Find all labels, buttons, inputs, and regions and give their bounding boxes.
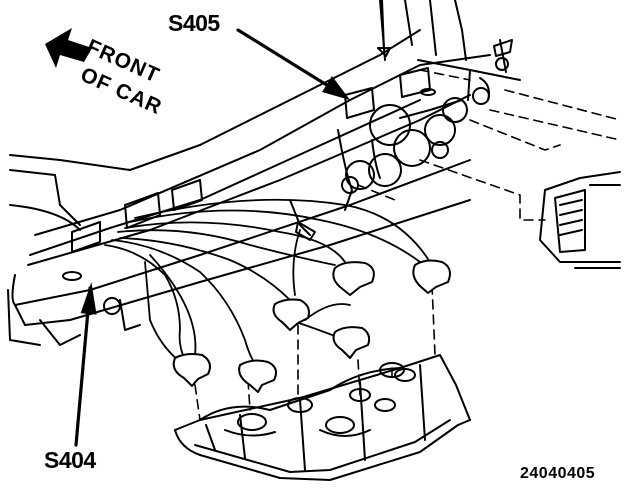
mounting-bolts xyxy=(378,0,512,104)
figure-number: 24040405 xyxy=(520,465,596,482)
harness-bulb-sockets xyxy=(174,261,450,392)
s404-arrowhead-icon xyxy=(80,282,97,315)
alignment-lines xyxy=(195,70,620,420)
mounting-holes xyxy=(63,89,435,314)
s405-arrowhead-icon xyxy=(322,76,350,100)
s404-label: S404 xyxy=(44,447,96,473)
right-lamp-housing xyxy=(540,172,620,268)
front-of-car-arrow-icon xyxy=(45,28,92,68)
tail-lamp-lens-assembly xyxy=(175,355,470,480)
wiring-harness xyxy=(105,200,430,368)
leader-arrows xyxy=(76,30,338,445)
s405-label: S405 xyxy=(168,10,220,36)
rear-body-panel xyxy=(8,55,490,345)
